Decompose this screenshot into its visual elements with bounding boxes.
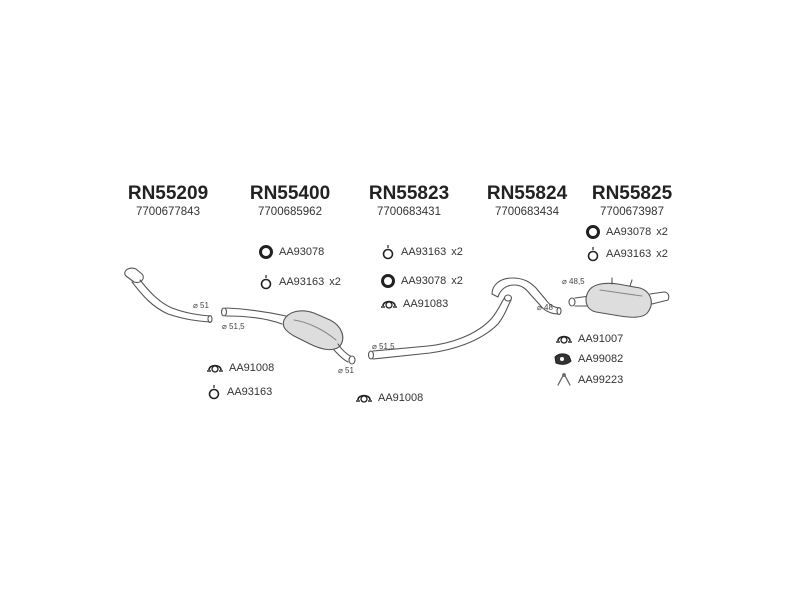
part-ref: AA91007 (578, 333, 624, 345)
intermediate-silencer (220, 307, 356, 365)
rear-silencer (568, 277, 670, 318)
oe-number: 7700683431 (377, 206, 441, 218)
part-ref: AA91008 (229, 362, 275, 374)
part-code: RN55824 (486, 183, 568, 204)
gasket-ring-icon (587, 247, 599, 262)
gasket-ring-icon (382, 245, 394, 260)
clamp-icon (207, 364, 223, 373)
clamp-icon (556, 335, 572, 344)
diameter-label: ⌀ 51,5 (372, 342, 395, 351)
rubber-ring-icon (381, 274, 395, 288)
clamp-icon (381, 300, 397, 309)
front-pipe (124, 267, 213, 324)
diameter-label: ⌀ 51 (338, 366, 354, 375)
gasket-ring-icon (208, 385, 220, 400)
part-qty: x2 (451, 275, 463, 287)
part-code: RN55823 (368, 183, 450, 204)
part-ref: AA93078 (606, 226, 652, 238)
oe-number: 7700677843 (136, 206, 200, 218)
gasket-ring-icon (260, 275, 272, 290)
diameter-label: ⌀ 48,5 (562, 277, 585, 286)
group-header-rn55824: RN55824 7700683434 (477, 183, 577, 219)
part-callout: AA93163 x2 (585, 246, 668, 262)
part-callout: AA93163 (206, 384, 277, 400)
part-ref: AA93078 (279, 246, 325, 258)
part-qty: x2 (656, 248, 668, 260)
part-ref: AA91083 (403, 298, 449, 310)
part-callout: AA93078 (258, 244, 329, 260)
diameter-label: ⌀ 48 (537, 303, 553, 312)
middle-pipe (367, 295, 512, 360)
part-callout: AA99082 (553, 351, 628, 367)
part-ref: AA91008 (378, 392, 424, 404)
group-header-rn55825: RN55825 7700673987 (582, 183, 682, 219)
part-callout: AA93078 x2 (585, 224, 668, 240)
part-ref: AA93163 (227, 386, 273, 398)
diameter-label: ⌀ 51 (193, 301, 209, 310)
part-ref: AA93078 (401, 275, 447, 287)
oe-number: 7700683434 (495, 206, 559, 218)
clamp-icon (356, 394, 372, 403)
part-callout: AA99223 (555, 372, 628, 388)
part-callout: AA93163 x2 (380, 244, 463, 260)
hanger-icon (557, 373, 571, 386)
rubber-ring-icon (259, 245, 273, 259)
group-header-rn55823: RN55823 7700683431 (359, 183, 459, 219)
heat-shield-icon (554, 353, 572, 365)
part-callout: AA93163 x2 (258, 274, 341, 290)
part-qty: x2 (329, 276, 341, 288)
rubber-ring-icon (586, 225, 600, 239)
part-callout: AA91083 (380, 296, 453, 312)
part-code: RN55400 (249, 183, 331, 204)
part-qty: x2 (451, 246, 463, 258)
rear-pipe (491, 277, 562, 316)
part-ref: AA93163 (401, 246, 447, 258)
diameter-label: ⌀ 51,5 (222, 322, 245, 331)
part-ref: AA93163 (606, 248, 652, 260)
part-callout: AA93078 x2 (380, 273, 463, 289)
part-ref: AA99223 (578, 374, 624, 386)
part-callout: AA91008 (355, 390, 428, 406)
part-callout: AA91008 (206, 360, 279, 376)
oe-number: 7700685962 (258, 206, 322, 218)
part-ref: AA93163 (279, 276, 325, 288)
oe-number: 7700673987 (600, 206, 664, 218)
group-header-rn55209: RN55209 7700677843 (118, 183, 218, 219)
part-qty: x2 (656, 226, 668, 238)
part-code: RN55825 (591, 183, 673, 204)
group-header-rn55400: RN55400 7700685962 (240, 183, 340, 219)
part-code: RN55209 (127, 183, 209, 204)
part-callout: AA91007 (555, 331, 628, 347)
part-ref: AA99082 (578, 353, 624, 365)
